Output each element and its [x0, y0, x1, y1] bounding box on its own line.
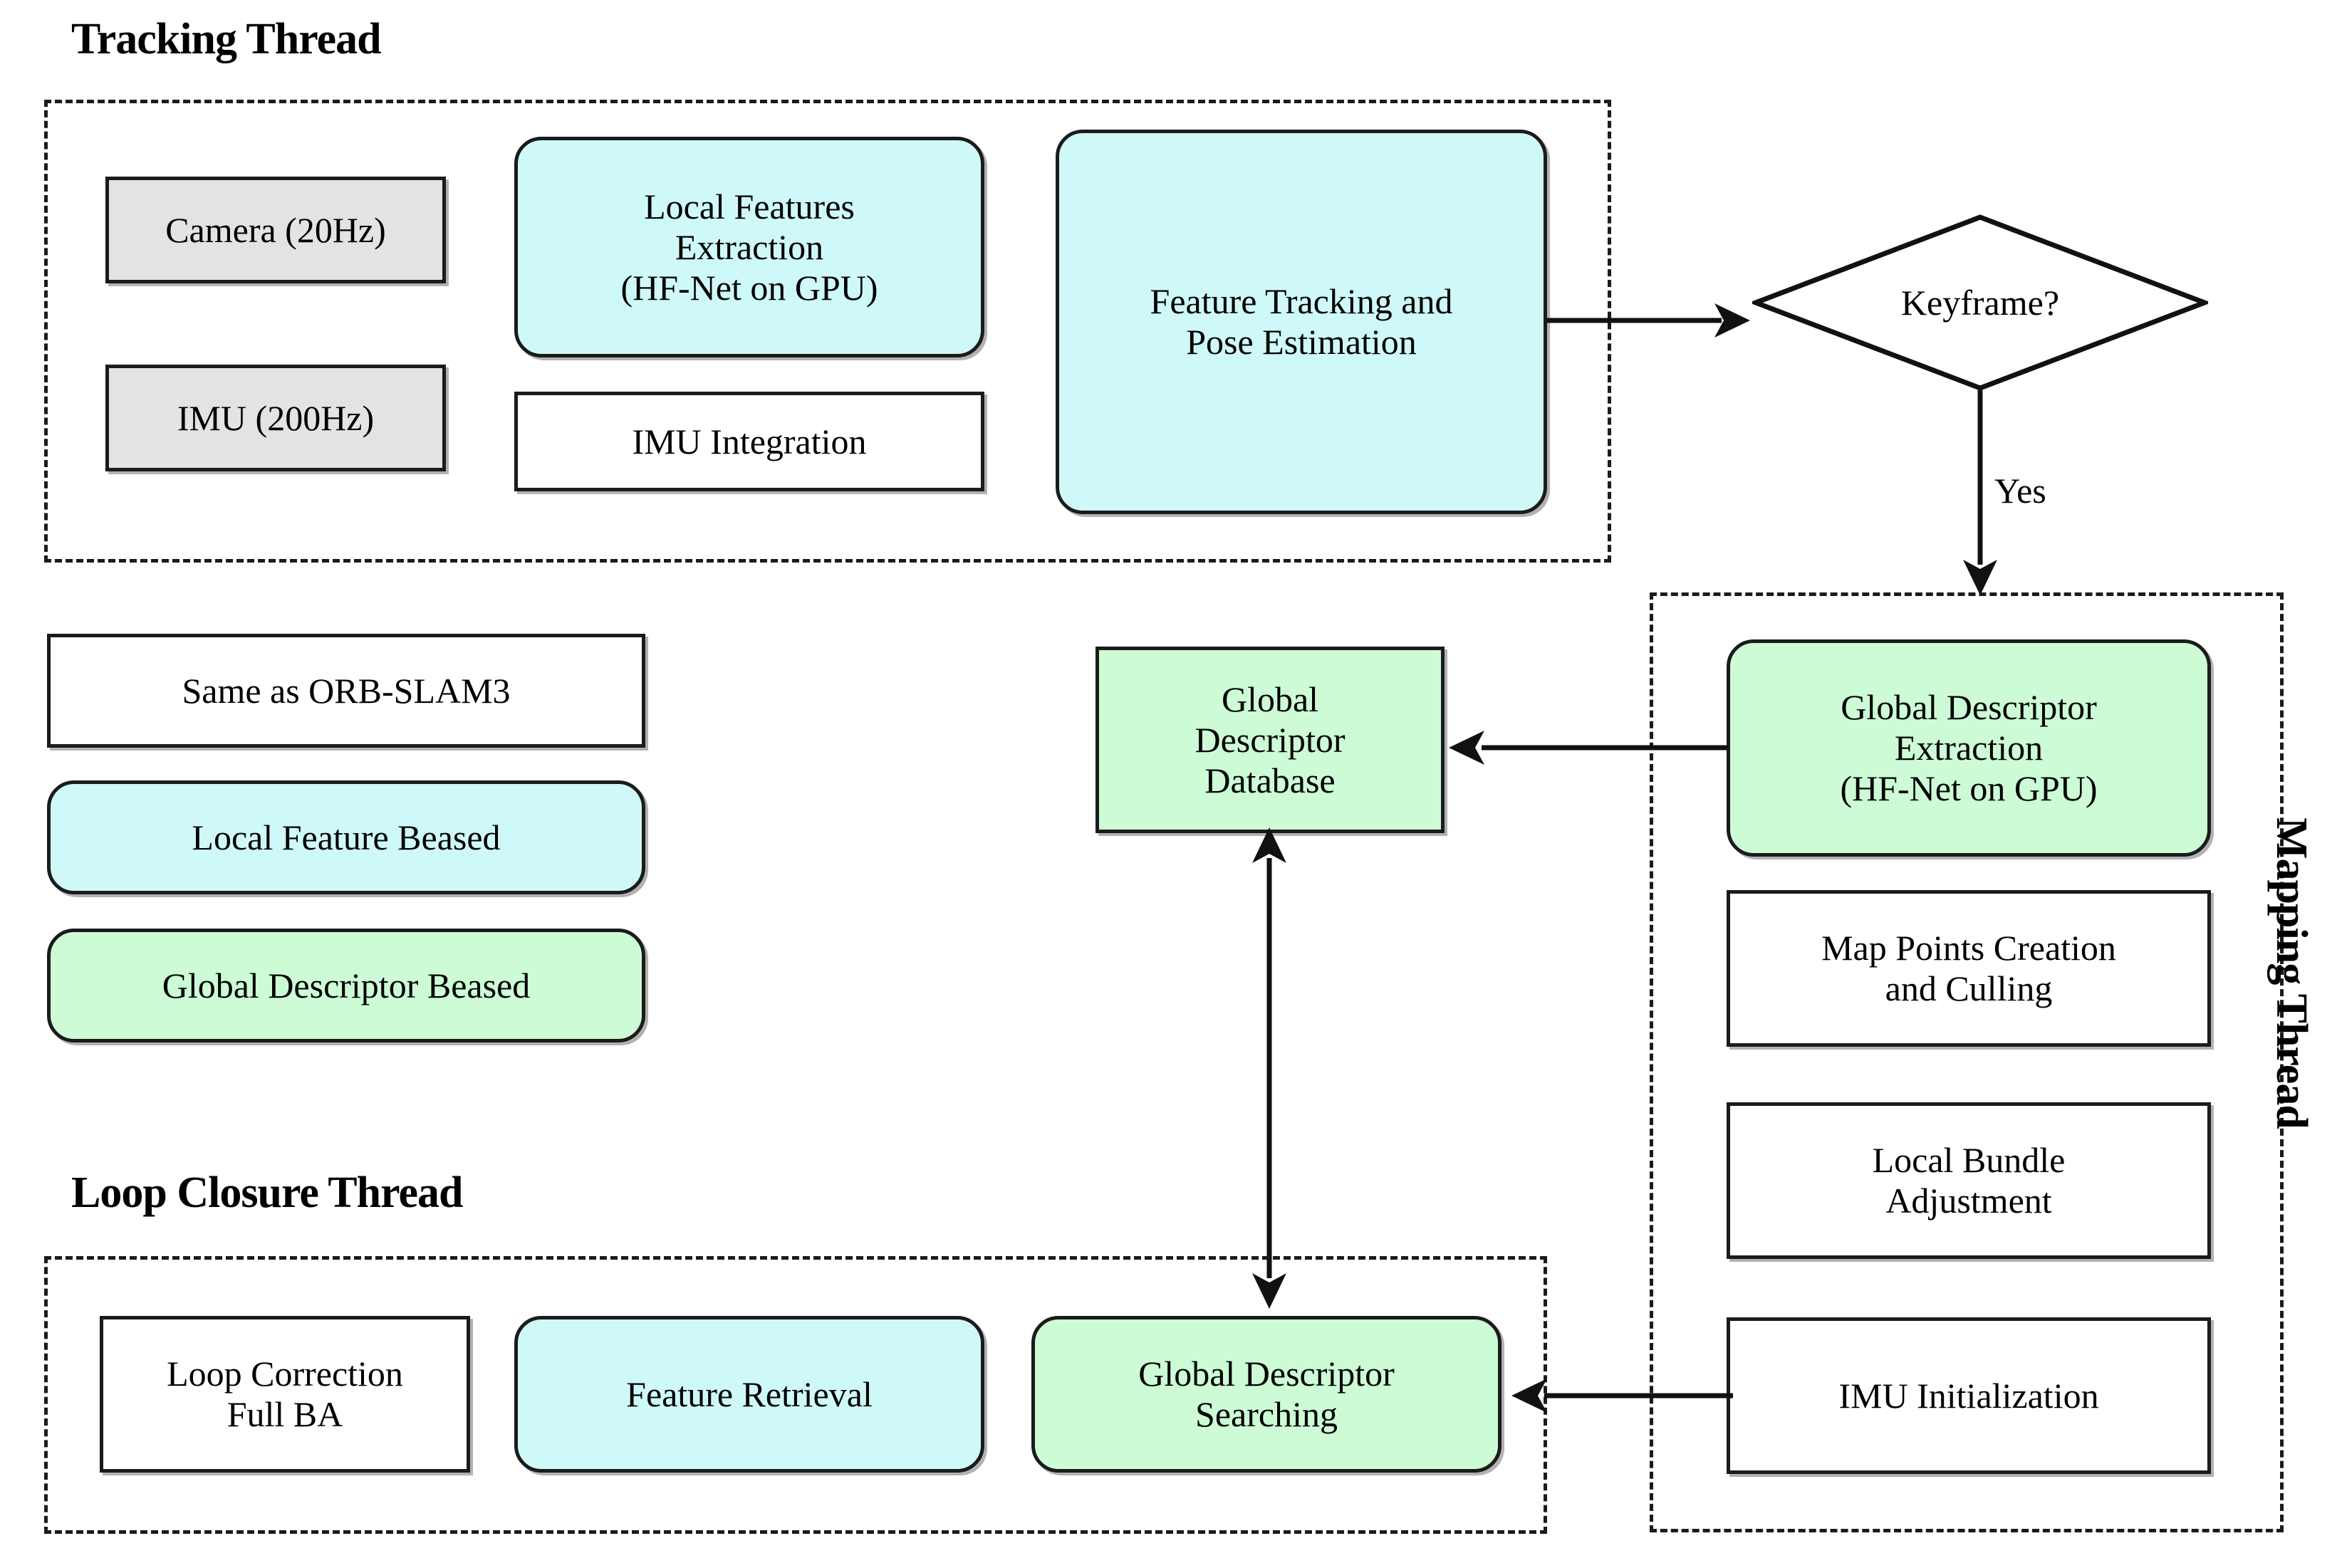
legend-item-global-descriptor-beased-label: Global Descriptor Beased: [162, 965, 531, 1005]
node-feature-retrieval-label: Feature Retrieval: [626, 1374, 873, 1414]
legend-item-same-as-orbslam3-label: Same as ORB-SLAM3: [182, 670, 511, 711]
node-camera[interactable]: Camera (20Hz): [105, 177, 446, 283]
node-feature-retrieval[interactable]: Feature Retrieval: [514, 1316, 984, 1473]
decision-keyframe[interactable]: Keyframe?: [1752, 214, 2208, 392]
node-imu-initialization[interactable]: IMU Initialization: [1727, 1317, 2211, 1474]
legend-item-same-as-orbslam3: Same as ORB-SLAM3: [47, 634, 645, 748]
loop-closure-thread-title: Loop Closure Thread: [71, 1169, 463, 1217]
edge-keyframe-yes-to-mapping: [1963, 390, 1997, 595]
node-imu-integration[interactable]: IMU Integration: [514, 392, 984, 491]
node-imu-label: IMU (200Hz): [177, 397, 375, 438]
edge-imu-init-to-gd-searching: [1511, 1379, 1733, 1413]
node-camera-label: Camera (20Hz): [165, 209, 386, 250]
node-imu[interactable]: IMU (200Hz): [105, 365, 446, 471]
node-imu-initialization-label: IMU Initialization: [1838, 1375, 2099, 1416]
mapping-thread-region: [1650, 592, 2284, 1532]
tracking-thread-title: Tracking Thread: [71, 15, 382, 63]
mapping-thread-title: Mapping Thread: [2267, 817, 2316, 1129]
legend-item-global-descriptor-beased: Global Descriptor Beased: [47, 929, 645, 1042]
edge-label-yes: Yes: [1994, 471, 2046, 511]
legend-item-local-feature-beased: Local Feature Beased: [47, 780, 645, 894]
edge-feature-tracking-to-keyframe: [1547, 303, 1750, 338]
node-imu-integration-label: IMU Integration: [632, 421, 867, 461]
tracking-thread-region: [44, 100, 1611, 563]
edge-gd-extraction-to-database: [1449, 731, 1727, 765]
legend-item-local-feature-beased-label: Local Feature Beased: [192, 817, 501, 857]
edge-database-to-gd-searching: [1252, 827, 1286, 1309]
